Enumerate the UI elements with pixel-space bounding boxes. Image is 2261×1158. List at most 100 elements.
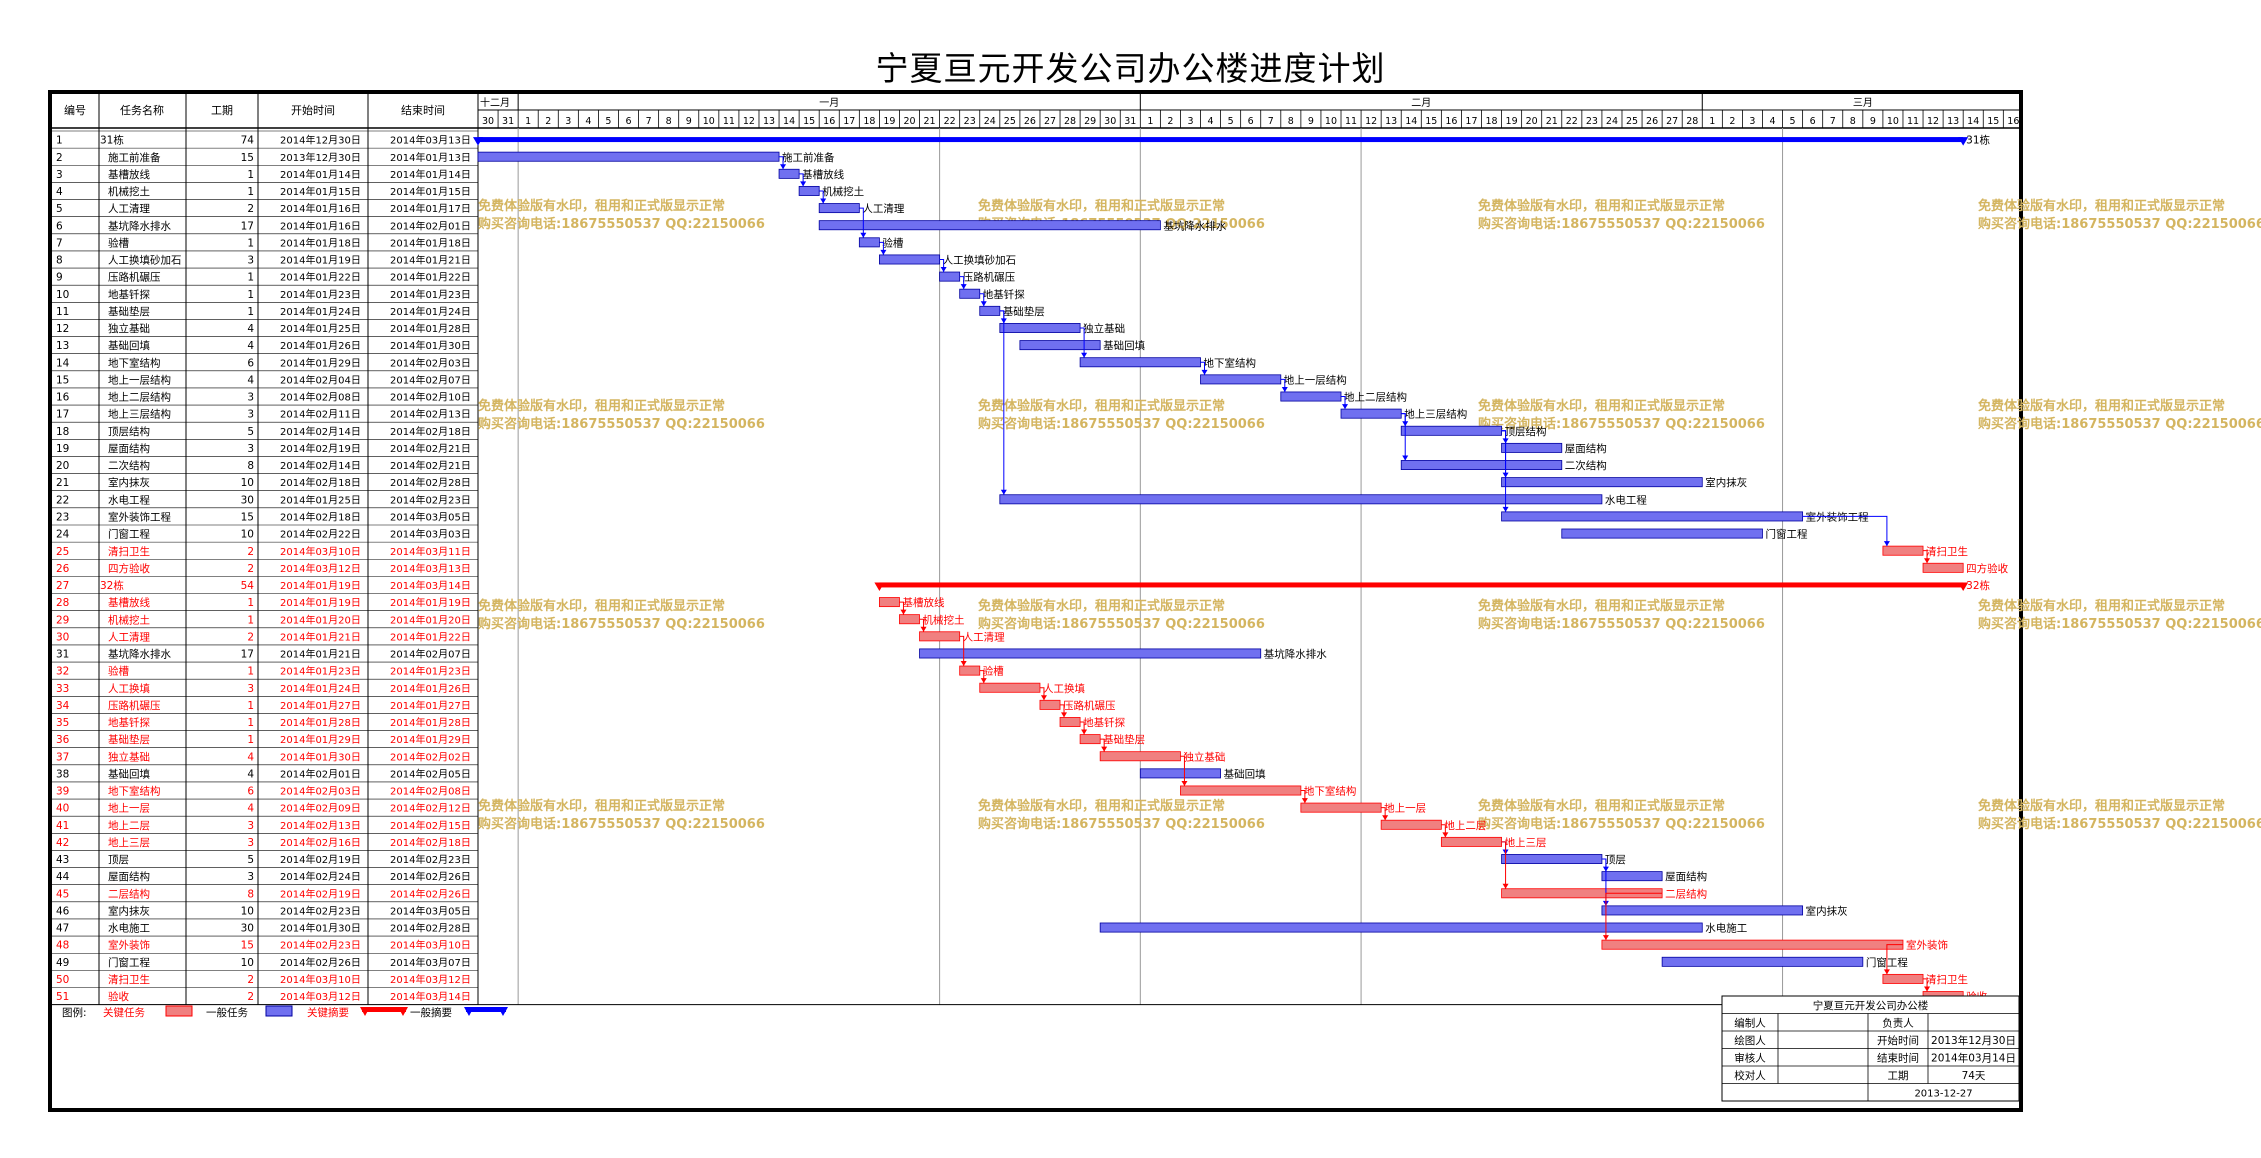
task-id: 39 xyxy=(56,786,69,798)
dependency-arrow xyxy=(1883,969,1890,975)
task-bar xyxy=(778,168,800,179)
bar-label: 二次结构 xyxy=(1565,459,1607,472)
day-label: 13 xyxy=(1385,116,1397,127)
day-label: 3 xyxy=(565,116,571,127)
bar-label: 31栋 xyxy=(1966,134,1990,147)
day-label: 19 xyxy=(883,116,895,127)
task-duration: 4 xyxy=(247,323,254,335)
legend-critical-summary: 关键摘要 xyxy=(307,1006,349,1019)
task-bar xyxy=(1501,854,1603,864)
watermark: 免费体验版有水印，租用和正式版显示正常 xyxy=(1978,598,2225,614)
task-name: 施工前准备 xyxy=(108,151,161,164)
watermark: 免费体验版有水印，租用和正式版显示正常 xyxy=(978,798,1225,814)
task-id: 17 xyxy=(56,409,69,421)
task-bar xyxy=(1380,819,1442,830)
dependency-line xyxy=(1601,858,1607,906)
bar-label: 门窗工程 xyxy=(1765,528,1807,541)
day-label: 6 xyxy=(1810,116,1816,127)
task-bar xyxy=(919,648,1262,659)
day-label: 31 xyxy=(1124,116,1136,127)
task-id: 10 xyxy=(56,289,69,301)
dependency-arrow xyxy=(1883,541,1890,547)
bar-label: 水电工程 xyxy=(1605,493,1647,506)
task-start: 2014年03月10日 xyxy=(280,545,361,558)
day-label: 27 xyxy=(1666,116,1678,127)
task-name: 基础垫层 xyxy=(108,305,150,318)
task-duration: 4 xyxy=(247,803,254,815)
day-label: 3 xyxy=(1749,116,1755,127)
task-id: 44 xyxy=(56,871,70,883)
task-end: 2014年01月13日 xyxy=(390,151,471,164)
task-name: 基坑降水排水 xyxy=(108,219,171,232)
task-start: 2014年01月29日 xyxy=(280,733,361,746)
day-label: 18 xyxy=(1485,116,1497,127)
watermark: 免费体验版有水印，租用和正式版显示正常 xyxy=(1978,398,2225,414)
day-label: 16 xyxy=(2007,116,2019,127)
chart-title: 宁夏亘元开发公司办公楼进度计划 xyxy=(875,49,1386,88)
watermark: 免费体验版有水印，租用和正式版显示正常 xyxy=(478,798,725,814)
task-bar xyxy=(1601,905,1804,916)
task-name: 32栋 xyxy=(100,579,124,592)
day-label: 25 xyxy=(1004,116,1016,127)
dependency-line xyxy=(1886,944,1903,975)
dependency-arrow xyxy=(1201,369,1208,375)
bar-label: 地下室结构 xyxy=(1204,356,1257,369)
info-cell: 审核人 xyxy=(1734,1052,1766,1065)
task-id: 46 xyxy=(56,905,70,917)
task-end: 2014年02月07日 xyxy=(390,648,471,661)
task-start: 2014年01月15日 xyxy=(280,185,361,198)
task-start: 2014年01月24日 xyxy=(280,305,361,318)
task-bar xyxy=(1882,545,1924,556)
task-bar xyxy=(818,203,860,214)
watermark: 免费体验版有水印，租用和正式版显示正常 xyxy=(1478,398,1725,414)
task-end: 2014年02月18日 xyxy=(390,425,471,438)
task-duration: 1 xyxy=(247,272,254,284)
day-label: 16 xyxy=(823,116,835,127)
dependency-line xyxy=(1401,413,1406,461)
watermark: 免费体验版有水印，租用和正式版显示正常 xyxy=(1478,198,1725,214)
day-label: 18 xyxy=(863,116,875,127)
bar-label: 二层结构 xyxy=(1665,887,1707,900)
bar-label: 独立基础 xyxy=(1083,322,1125,335)
bar-label: 基坑降水排水 xyxy=(1163,219,1226,232)
task-duration: 6 xyxy=(247,786,254,798)
task-start: 2014年01月30日 xyxy=(280,750,361,763)
dependency-arrow xyxy=(920,626,927,632)
watermark: 购买咨询电话:18675550537 QQ:22150066 xyxy=(478,816,765,832)
task-name: 门窗工程 xyxy=(108,956,150,969)
day-label: 12 xyxy=(1927,116,1939,127)
task-bar xyxy=(1079,357,1201,368)
task-end: 2014年01月20日 xyxy=(390,613,471,626)
task-id: 11 xyxy=(56,306,69,318)
task-id: 48 xyxy=(56,940,69,952)
task-end: 2014年03月13日 xyxy=(390,134,471,147)
dependency-arrow xyxy=(1602,935,1609,941)
bar-label: 清扫卫生 xyxy=(1926,973,1968,986)
task-start: 2014年01月16日 xyxy=(280,219,361,232)
task-name: 机械挖土 xyxy=(108,185,150,198)
task-end: 2014年01月29日 xyxy=(390,733,471,746)
day-label: 24 xyxy=(984,116,996,127)
task-end: 2014年03月05日 xyxy=(390,510,471,523)
dependency-arrow xyxy=(780,164,787,170)
task-end: 2014年03月14日 xyxy=(390,579,471,592)
task-id: 19 xyxy=(56,443,69,455)
day-label: 28 xyxy=(1686,116,1698,127)
day-label: 22 xyxy=(1566,116,1578,127)
task-id: 15 xyxy=(56,374,69,386)
task-id: 45 xyxy=(56,888,69,900)
task-name: 基坑降水排水 xyxy=(108,648,171,661)
day-label: 17 xyxy=(843,116,855,127)
task-bar xyxy=(477,151,780,162)
task-name: 二层结构 xyxy=(108,887,150,900)
task-duration: 8 xyxy=(247,888,254,900)
task-end: 2014年01月15日 xyxy=(390,185,471,198)
info-cell: 结束时间 xyxy=(1877,1052,1919,1065)
bar-label: 地基钎探 xyxy=(983,288,1025,301)
info-box-title: 宁夏亘元开发公司办公楼 xyxy=(1813,999,1929,1012)
day-label: 21 xyxy=(924,116,936,127)
task-start: 2014年02月19日 xyxy=(280,887,361,900)
task-duration: 2 xyxy=(247,203,254,215)
task-end: 2014年03月13日 xyxy=(390,562,471,575)
task-duration: 1 xyxy=(247,666,254,678)
